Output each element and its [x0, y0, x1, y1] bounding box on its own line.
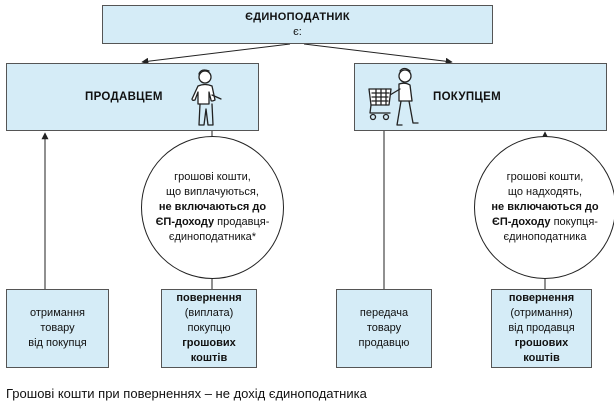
- receive-goods-line-3: від покупця: [28, 337, 87, 349]
- refund-payment-line-4: грошових: [182, 337, 236, 349]
- top-to-seller-arrow: [141, 43, 291, 65]
- seller-note-line-3: не включаються до: [158, 201, 267, 213]
- buyer-note-line-5: єдиноподатника: [503, 231, 587, 243]
- refund-receipt-line-4: грошових: [514, 337, 569, 349]
- seller-box: ПРОДАВЦЕМ: [6, 63, 259, 131]
- seller-note-line-4: продавця-: [214, 216, 270, 228]
- refund-receipt-line-3: від продавця: [508, 322, 575, 334]
- buyer-note-line-3: не включаються до: [491, 201, 599, 213]
- single-taxpayer-subtitle: є:: [293, 26, 302, 38]
- transfer-goods-box: передача товару продавцю: [336, 289, 432, 368]
- buyer-note-circle: грошові кошти, що надходять, не включают…: [474, 136, 614, 279]
- top-to-buyer-arrow: [303, 43, 453, 65]
- seller-note-line-2: що виплачуються,: [166, 186, 259, 198]
- refund-receipt-line-1: повернення: [508, 292, 575, 304]
- single-taxpayer-box: ЄДИНОПОДАТНИК є:: [102, 5, 493, 44]
- person-with-cart-icon: [368, 67, 419, 126]
- refund-receipt-box: повернення (отримання) від продавця грош…: [491, 289, 592, 368]
- refund-payment-line-1: повернення: [176, 292, 242, 304]
- refund-payment-box: повернення (виплата) покупцю грошових ко…: [161, 289, 257, 368]
- transfer-goods-line-1: передача: [359, 307, 409, 319]
- seller-label: ПРОДАВЦЕМ: [85, 91, 163, 103]
- buyer-note-line-1: грошові кошти,: [506, 171, 584, 183]
- receive-goods-line-1: отримання: [30, 307, 85, 319]
- buyer-note-line-2: що надходять,: [507, 186, 583, 198]
- refund-payment-line-5: коштів: [190, 352, 228, 364]
- transfer-goods-line-2: товару: [366, 322, 402, 334]
- refund-payment-line-3: покупцю: [187, 322, 231, 334]
- buyer-label: ПОКУПЦЕМ: [433, 91, 501, 103]
- figure-caption: Грошові кошти при поверненнях – не дохід…: [6, 386, 367, 401]
- seller-note-ep-income: ЄП-доходу: [155, 216, 215, 228]
- receive-goods-box: отримання товару від покупця: [6, 289, 109, 368]
- single-taxpayer-title: ЄДИНОПОДАТНИК: [245, 11, 350, 23]
- buyer-note-line-4: покупця-: [550, 216, 598, 228]
- buyer-note-ep-income: ЄП-доходу: [492, 216, 551, 228]
- person-standing-icon: [191, 69, 222, 126]
- transfer-goods-line-3: продавцю: [358, 337, 410, 349]
- refund-receipt-line-2: (отримання): [510, 307, 573, 319]
- seller-note-line-1: грошові кошти,: [174, 171, 251, 183]
- buyer-box: ПОКУПЦЕМ: [354, 63, 607, 131]
- refund-receipt-line-5: коштів: [523, 352, 560, 364]
- refund-payment-line-2: (виплата): [184, 307, 234, 319]
- receive-goods-line-2: товару: [40, 322, 75, 334]
- seller-note-circle: грошові кошти, що виплачуються, не включ…: [141, 136, 284, 279]
- seller-note-line-5: єдиноподатника*: [168, 231, 257, 243]
